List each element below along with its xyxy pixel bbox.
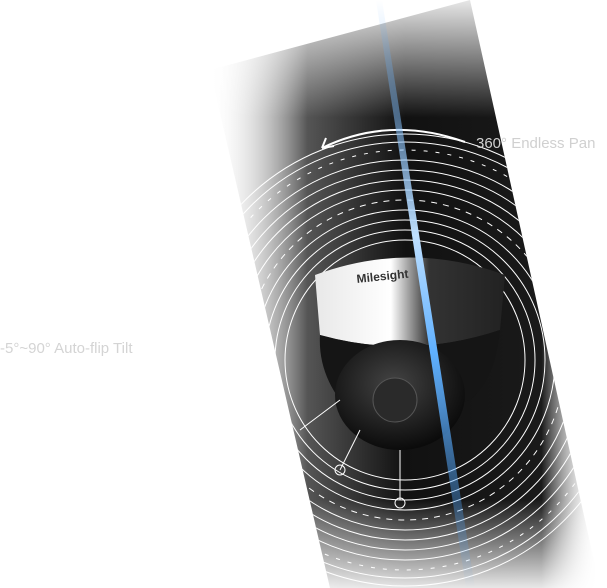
tilt-markers	[299, 399, 406, 509]
camera: Milesight	[315, 257, 505, 450]
pan-label: 360° Endless Pan	[476, 135, 596, 152]
tilt-label: -5°~90° Auto-flip Tilt	[0, 340, 133, 357]
light-beam	[376, 0, 475, 588]
brand-logo: Milesight	[356, 267, 409, 286]
pan-arrow-icon	[321, 128, 466, 149]
